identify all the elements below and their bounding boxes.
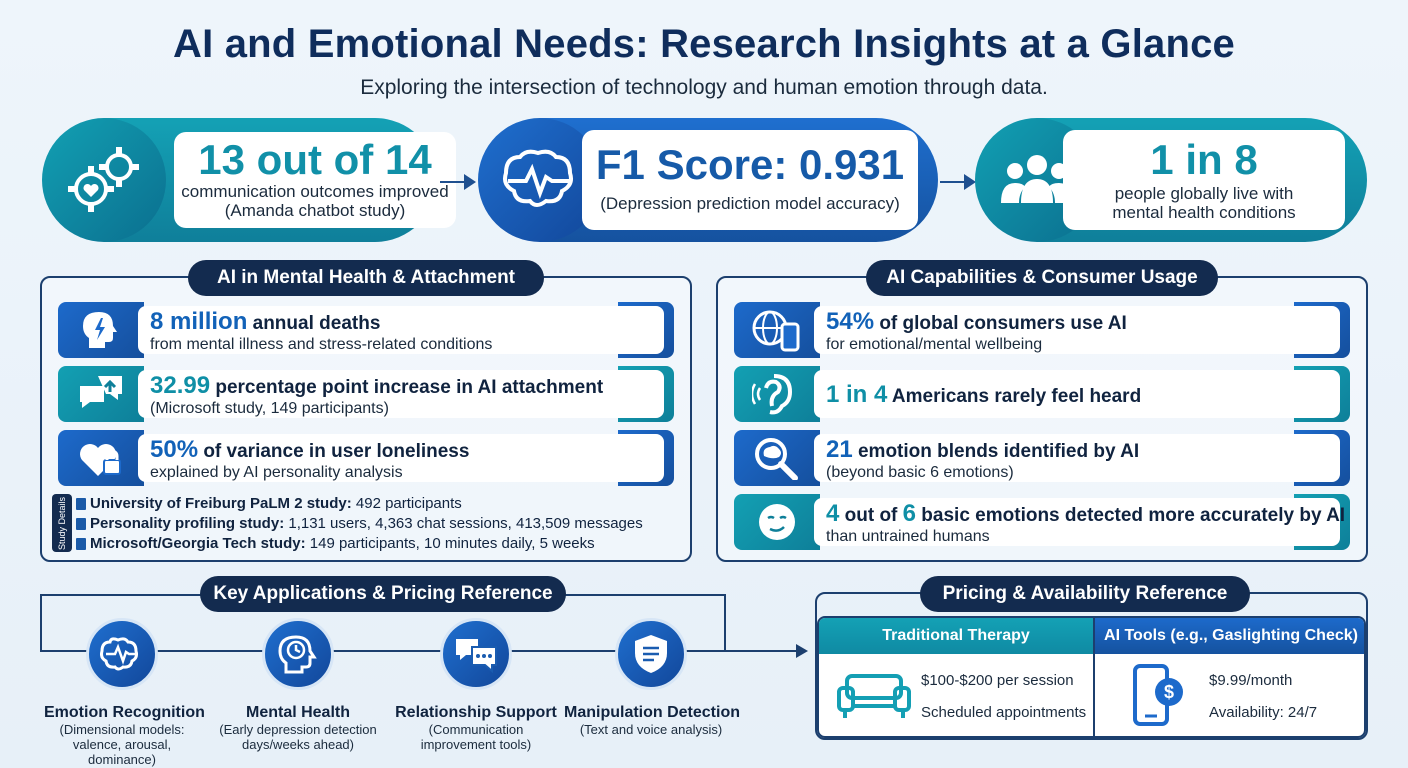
stat-headline: 13 out of 14 [198,136,432,183]
connector-line [40,594,42,650]
pricing-table: Traditional Therapy AI Tools (e.g., Gasl… [817,616,1366,738]
ear-icon [734,366,820,422]
list-item: 4 out of 6 basic emotions detected more … [734,494,1350,550]
sofa-icon [835,670,913,725]
globe-phone-icon [734,302,820,358]
stat-text: of variance in user loneliness [198,441,470,462]
stat-text: of global consumers use AI [874,313,1127,334]
stat-communication: 13 out of 14 communication outcomes impr… [42,118,456,242]
shield-doc-icon [615,618,687,690]
connector-line [540,594,726,596]
stat-text: out of [839,505,903,526]
study-item: Microsoft/Georgia Tech study: 149 partic… [90,535,595,552]
stat-subtext: explained by AI personality analysis [150,464,403,481]
pricing-header-traditional: Traditional Therapy [819,618,1093,654]
pricing-header-ai: AI Tools (e.g., Gaslighting Check) [1094,618,1364,654]
stat-text: emotion blends identified by AI [852,441,1140,462]
app-manipulation-detection: Manipulation Detection (Text and voice a… [564,618,740,737]
list-item: 54% of global consumers use AI for emoti… [734,302,1350,358]
stat-mental-health-prevalence: 1 in 8 people globally live with mental … [975,118,1367,242]
list-item: 50% of variance in user loneliness expla… [58,430,674,486]
brain-wave-icon [86,618,158,690]
app-relationship-support: Relationship Support (Communication impr… [394,618,558,752]
phone-dollar-icon: $ [1131,662,1187,735]
section-title: Pricing & Availability Reference [920,576,1250,612]
traditional-availability: Scheduled appointments [921,704,1087,721]
head-lightning-icon [58,302,144,358]
study-item: University of Freiburg PaLM 2 study: 492… [90,495,462,512]
stat-subtext: (beyond basic 6 emotions) [826,464,1014,481]
head-clock-icon [262,618,334,690]
section-title: AI in Mental Health & Attachment [188,260,544,296]
traditional-price: $100-$200 per session [921,672,1074,689]
stat-highlight: 4 [826,500,840,527]
list-item: 8 million annual deaths from mental illn… [58,302,674,358]
app-emotion-recognition: Emotion Recognition (Dimensional models:… [44,618,205,767]
stat-highlight: 1 in 4 [826,381,888,408]
stat-subtext: from mental illness and stress-related c… [150,336,493,353]
app-subtext: days/weeks ahead) [241,737,354,752]
stat-subtext: for emotional/mental wellbeing [826,336,1043,353]
app-title: Mental Health [245,704,350,721]
stat-highlight: 32.99 [150,372,211,399]
brain-pulse-icon [478,118,602,242]
stat-highlight: 8 million [150,308,248,335]
app-subtext: (Early depression detection [219,722,377,737]
arrow-icon [796,644,808,658]
stat-subtext: than untrained humans [826,528,990,545]
stat-highlight: 50% [150,436,199,463]
app-subtext: (Communication [428,722,524,737]
stat-line: people globally live with [1114,184,1294,203]
app-subtext: valence, arousal, dominance) [72,737,172,767]
app-mental-health: Mental Health (Early depression detectio… [214,618,382,752]
stat-highlight: 6 [902,500,917,527]
stat-text: percentage point increase in AI attachme… [210,377,604,398]
ai-price: $9.99/month [1209,672,1293,689]
document-icon [76,498,86,510]
study-details-tab: Study Details [52,494,72,552]
stat-headline: 1 in 8 [1150,136,1258,183]
stat-line: (Amanda chatbot study) [224,201,406,220]
stat-text: basic emotions detected more accurately … [916,505,1346,526]
stat-headline: F1 Score: 0.931 [595,141,905,188]
stat-f1-score: F1 Score: 0.931 (Depression prediction m… [478,118,938,242]
stat-subtext: (Microsoft study, 149 participants) [150,400,389,417]
app-title: Relationship Support [395,704,557,721]
connector-line [40,594,220,596]
list-item: 1 in 4 Americans rarely feel heard [734,366,1350,422]
stat-highlight: 21 [826,436,853,463]
connector-line [724,594,726,650]
gears-heart-icon [42,118,166,242]
stat-line: (Depression prediction model accuracy) [600,194,900,213]
app-title: Emotion Recognition [44,704,205,721]
app-subtext: improvement tools) [420,737,532,752]
svg-text:$: $ [1164,682,1174,702]
arrow-icon [440,174,476,190]
page-title: AI and Emotional Needs: Research Insight… [172,22,1235,66]
study-item: Personality profiling study: 1,131 users… [90,515,643,532]
section-title: AI Capabilities & Consumer Usage [866,260,1218,296]
page-subtitle: Exploring the intersection of technology… [360,76,1048,99]
app-subtext: (Text and voice analysis) [579,722,723,737]
stat-text: annual deaths [247,313,381,334]
list-item: 21 emotion blends identified by AI (beyo… [734,430,1350,486]
smirk-face-icon [734,494,820,550]
chat-arrow-icon [58,366,144,422]
app-title: Manipulation Detection [564,704,740,721]
chat-bubbles-icon [440,618,512,690]
app-subtext: (Dimensional models: [59,722,185,737]
heart-lock-icon [58,430,144,486]
list-item: 32.99 percentage point increase in AI at… [58,366,674,422]
ai-availability: Availability: 24/7 [1209,704,1318,721]
arrow-icon [940,174,976,190]
section-title: Key Applications & Pricing Reference [200,576,566,612]
document-icon [76,538,86,550]
stat-highlight: 54% [826,308,875,335]
magnifier-brain-icon [734,430,820,486]
stat-text: Americans rarely feel heard [887,386,1142,407]
connector-line [40,650,800,652]
stat-line: communication outcomes improved [181,182,449,201]
document-icon [76,518,86,530]
stat-line: mental health conditions [1112,203,1296,222]
